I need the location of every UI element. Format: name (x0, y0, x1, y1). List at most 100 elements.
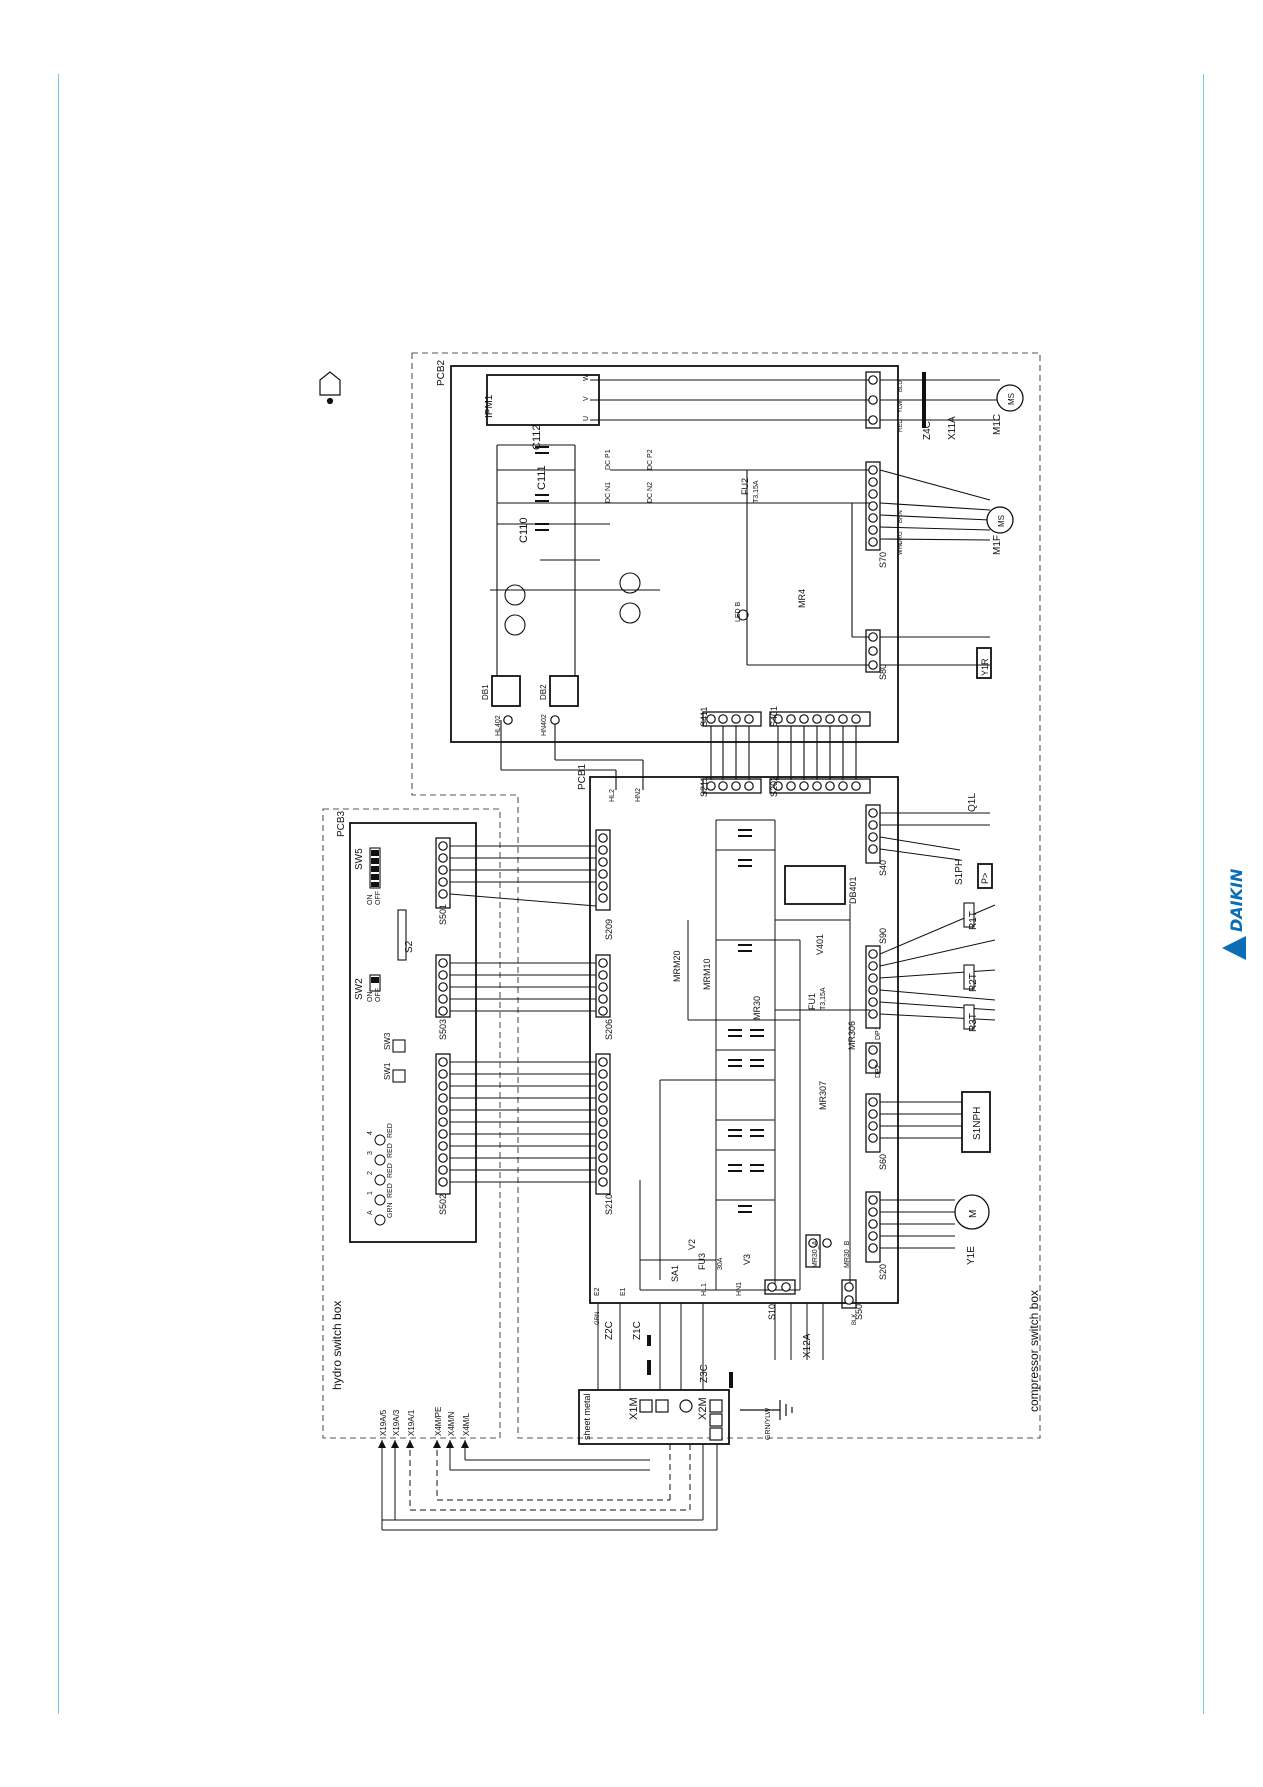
label-x4m-pe: X4M/PE (434, 1407, 443, 1436)
label-s211: S211 (699, 777, 709, 797)
wire-color-wht: WHT (898, 541, 904, 555)
pcb3-components (369, 847, 407, 1226)
db2-box (549, 675, 579, 707)
label-s210: S210 (604, 1194, 614, 1215)
pcb1-outline (589, 776, 899, 1304)
label-m1c: M1C (992, 414, 1003, 435)
label-x19a-3: X19A/3 (392, 1409, 401, 1436)
label-fu3-rating: 30A (717, 1257, 724, 1270)
wire-color-grn: GRN (595, 1312, 601, 1325)
label-s411: S411 (699, 707, 709, 727)
label-x11a: X11A (947, 416, 958, 440)
label-fu3: FU3 (697, 1253, 707, 1270)
label-e2: E2 (594, 1287, 601, 1296)
label-c110: C110 (518, 518, 530, 543)
label-z1c: Z1C (632, 1321, 643, 1340)
label-dp2: DP2 (875, 1064, 882, 1078)
label-m1c-ms: MS (1007, 393, 1016, 405)
label-q1l: Q1L (967, 793, 978, 812)
pcb1-left-connectors (595, 829, 611, 1195)
label-y1r: Y1R (980, 658, 990, 676)
label-db1: DB1 (481, 684, 490, 700)
label-hydro-box: hydro switch box (330, 1301, 344, 1390)
pcb2-wiring (490, 379, 872, 790)
x1m-x2m-terminal-block (578, 1389, 730, 1445)
label-x19a-5: X19A/5 (379, 1409, 388, 1436)
label-ipm-w: W (583, 374, 590, 381)
label-x1m: X1M (628, 1397, 640, 1420)
label-compressor-box: compressor switch box (1027, 1290, 1041, 1412)
label-s20: S20 (878, 1264, 888, 1280)
daikin-logo: DAIKIN (1222, 868, 1246, 960)
hydro-box-outline (322, 808, 501, 1439)
label-ipm-u: U (583, 416, 590, 421)
wire-color-blu: BLU (898, 380, 904, 392)
ribbon-cables (449, 845, 597, 1183)
pcb1-top-connectors (702, 778, 871, 794)
label-led-a: A (367, 1210, 374, 1215)
label-v2: V2 (687, 1239, 697, 1250)
terminal-pins (639, 1399, 723, 1441)
label-sw2: SW2 (354, 978, 365, 1000)
label-mr306: MR306 (847, 1021, 857, 1050)
label-hl2: HL2 (609, 789, 616, 802)
left-margin-line (58, 74, 59, 1714)
brand-wordmark: DAIKIN (1227, 868, 1246, 932)
label-s1ph: S1PH (954, 859, 965, 885)
pcb3-connectors (435, 837, 451, 1195)
label-x2m: X2M (697, 1397, 709, 1420)
power-feed-wires (381, 1303, 824, 1531)
connector-arrows (378, 1440, 469, 1448)
label-sw2-on: ON (367, 992, 374, 1003)
label-led-1: 1 (367, 1191, 374, 1195)
label-s502: S502 (438, 1194, 448, 1215)
label-sw5-off: OFF (375, 891, 382, 905)
label-p-gt: P> (980, 873, 990, 884)
label-sw5-on: ON (367, 895, 374, 906)
label-led-b: LED B (735, 601, 742, 622)
db1-box (491, 675, 521, 707)
s1nph-box (961, 1091, 991, 1153)
label-led-a-color: GRN (387, 1202, 394, 1218)
label-m1f-ms: MS (997, 515, 1006, 527)
label-hn402: HN402 (541, 714, 548, 736)
wire-color-brn: BRN (898, 510, 904, 523)
label-hl402: HL402 (495, 715, 502, 736)
dashed-feed-wires (409, 1440, 691, 1511)
label-m1f: M1F (992, 535, 1003, 555)
label-s70: S70 (878, 552, 888, 568)
label-mr307: MR307 (818, 1081, 828, 1110)
label-mr30a: MR30_A (812, 1240, 819, 1268)
label-c112: C112 (531, 425, 543, 450)
pcb2-pin-strips (503, 371, 881, 727)
board-link-lines (710, 726, 857, 780)
label-ipm-v: V (583, 396, 590, 401)
pcb1-capacitors (535, 446, 764, 1213)
label-led-4-color: RED (387, 1123, 394, 1138)
pcb1-filter-network (639, 819, 870, 1291)
label-sw1: SW1 (383, 1062, 392, 1080)
label-s401: S401 (769, 706, 779, 727)
label-s503: S503 (438, 1019, 448, 1040)
label-s50: S50 (854, 1304, 864, 1320)
label-v401: V401 (815, 934, 825, 955)
label-mr30b: MR30_B (844, 1240, 851, 1268)
label-dc-n2: DC N2 (647, 482, 654, 503)
label-x12a: X12A (802, 1333, 813, 1358)
label-fu2: FU2 (740, 478, 750, 495)
label-led-3: 3 (367, 1151, 374, 1155)
wire-color-org: ORG (898, 531, 904, 545)
label-s2: S2 (404, 940, 415, 953)
label-s40: S40 (878, 860, 888, 876)
label-r2t: R2T (968, 973, 979, 992)
thermistors (963, 902, 975, 1030)
label-dc-p1: DC P1 (605, 449, 612, 470)
label-x19a-1: X19A/1 (407, 1409, 416, 1436)
label-db401: DB401 (848, 876, 858, 904)
earth-symbol (740, 1400, 793, 1420)
label-pcb1: PCB1 (577, 763, 588, 790)
label-led-1-color: RED (387, 1183, 394, 1198)
label-sa1: SA1 (670, 1265, 680, 1282)
